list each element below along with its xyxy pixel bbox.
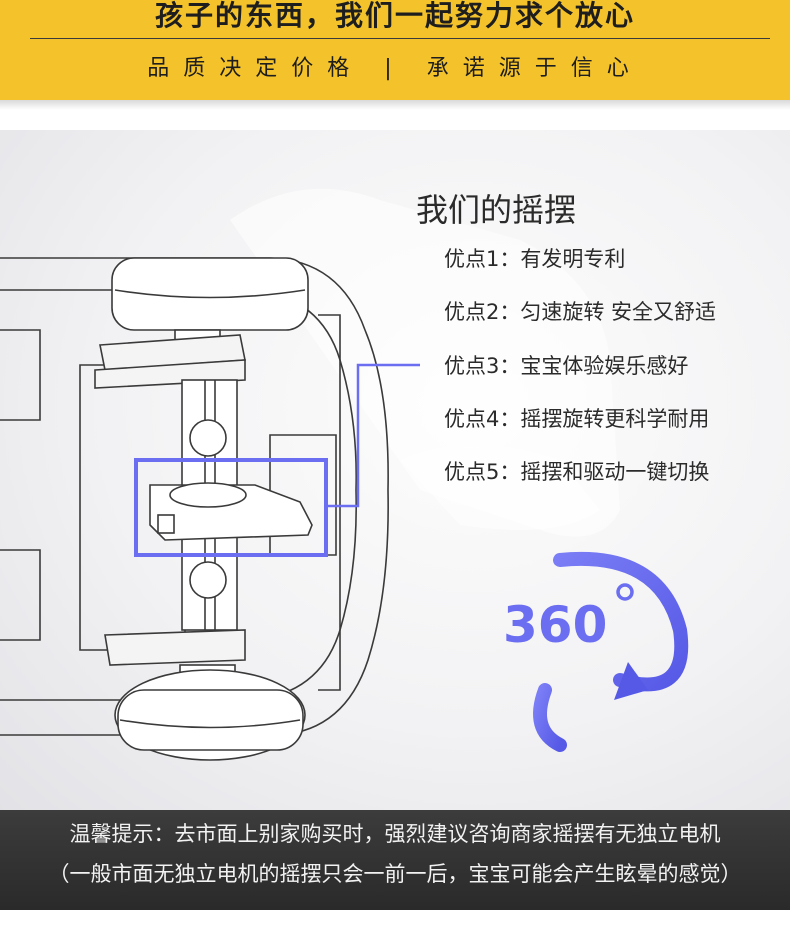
banner-slogan: 品质决定价格 | 承诺源于信心 (147, 56, 643, 81)
feature-item: 优点3：宝宝体验娱乐感好 (444, 354, 689, 378)
feature-item: 优点2：匀速旋转 安全又舒适 (444, 300, 717, 324)
top-banner: 孩子的东西，我们一起努力求个放心 品质决定价格 | 承诺源于信心 (0, 0, 790, 100)
motor-highlight-box (134, 458, 328, 557)
bottom-margin (0, 910, 790, 927)
banner-shadow (0, 100, 790, 110)
banner-divider (30, 38, 770, 39)
bottom-wheel (104, 629, 306, 761)
top-wheel (94, 257, 309, 389)
banner-title: 孩子的东西，我们一起努力求个放心 (154, 0, 635, 32)
tip-notice: 温馨提示：去市面上别家购买时，强烈建议咨询商家摇摆有无独立电机 （一般市面无独立… (0, 810, 790, 910)
rotate-360-icon (533, 551, 689, 752)
notice-line-1: 温馨提示：去市面上别家购买时，强烈建议咨询商家摇摆有无独立电机 (69, 822, 721, 846)
feature-heading: 我们的摇摆 (416, 191, 577, 229)
feature-item: 优点1：有发明专利 (444, 247, 626, 271)
notice-line-2: （一般市面无独立电机的摇摆只会一前一后，宝宝可能会产生眩晕的感觉） (48, 862, 742, 886)
car-underside-illustration: 360 (0, 188, 689, 761)
feature-item: 优点4：摇摆旋转更科学耐用 (444, 407, 710, 431)
independent-motor (149, 482, 313, 541)
feature-panel: 360 我们的摇摆 优点1：有发明专利 优点2：匀速旋转 安全又舒适 优点3：宝… (0, 130, 790, 820)
feature-item: 优点5：摇摆和驱动一键切换 (444, 460, 710, 484)
rotation-label: 360 (503, 596, 607, 654)
feature-bracket (418, 256, 440, 473)
highlight-connector (326, 363, 420, 508)
